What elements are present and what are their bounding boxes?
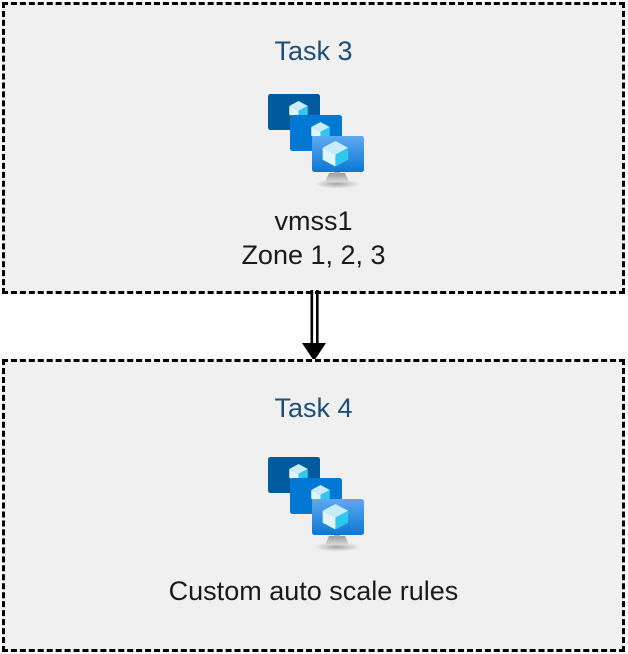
vm-scale-set-icon xyxy=(265,91,375,191)
flow-arrow-down-icon xyxy=(296,290,332,362)
task-box-task-3[interactable]: Task 3 xyxy=(2,2,625,294)
task-3-caption-line-1: vmss1 xyxy=(274,206,353,236)
task-3-title: Task 3 xyxy=(274,36,353,66)
task-4-caption: Custom auto scale rules xyxy=(5,574,622,608)
task-3-caption-line-2: Zone 1, 2, 3 xyxy=(241,240,386,270)
task-3-caption: vmss1 Zone 1, 2, 3 xyxy=(5,204,622,272)
task-box-task-4[interactable]: Task 4 xyxy=(2,359,625,652)
task-4-title: Task 4 xyxy=(274,393,353,423)
task-4-caption-line-1: Custom auto scale rules xyxy=(168,576,459,606)
vm-scale-set-icon xyxy=(265,454,375,554)
